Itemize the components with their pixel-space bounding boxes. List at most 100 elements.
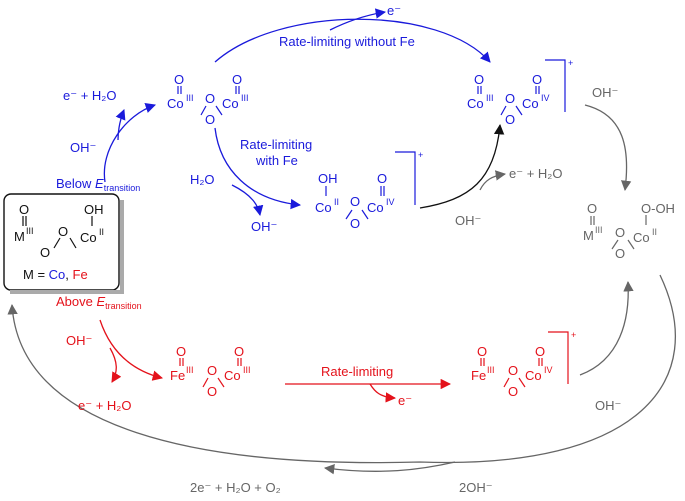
oxidation-iv: IV xyxy=(544,365,553,375)
metal-definition: M = Co, Fe xyxy=(23,267,88,282)
oxidation-ii: II xyxy=(652,227,657,237)
co-label: Co xyxy=(222,96,239,111)
arrow-mid-to-top-right xyxy=(419,123,505,209)
oxo-o-label: O xyxy=(176,344,186,359)
oxo-o-label: O xyxy=(477,344,487,359)
m3-co2-peroxo-intermediate: O O-OH M III O Co II O xyxy=(583,201,675,261)
arrow-e-h2o-gray xyxy=(479,170,507,191)
bridge-o-label: O xyxy=(505,112,515,127)
oxidation-iii: III xyxy=(26,226,34,236)
arrow-above-transition xyxy=(99,319,164,381)
co2-co4-hydroxo-intermediate: OH O Co II O Co IV O + xyxy=(315,150,423,231)
bridge-o-label: O xyxy=(350,216,360,231)
co3-co3-oxo-intermediate: O O Co III O Co III O xyxy=(167,72,249,127)
rate-limiting-with-fe-label-2: with Fe xyxy=(255,153,298,168)
co-label: Co xyxy=(224,368,241,383)
oxo-o-label: O xyxy=(174,72,184,87)
oxidation-iii: III xyxy=(595,225,603,235)
oxidation-iii: III xyxy=(241,93,249,103)
rate-limiting-bottom-label: Rate-limiting xyxy=(321,364,393,379)
co-label: Co xyxy=(522,96,539,111)
oxidation-iii: III xyxy=(186,365,194,375)
oxidation-iv: IV xyxy=(386,197,395,207)
e-h2o-gray-label: e⁻ + H₂O xyxy=(509,166,562,181)
oxo-o-label: O xyxy=(535,344,545,359)
hydroxo-label: OH xyxy=(84,202,104,217)
arrows xyxy=(7,8,676,475)
oxidation-iv: IV xyxy=(541,93,550,103)
oh-mid-label: OH⁻ xyxy=(251,219,277,234)
e-h2o-top-left-label: e⁻ + H₂O xyxy=(63,88,116,103)
metal-m-label: M xyxy=(583,228,594,243)
products-label: 2e⁻ + H₂O + O₂ xyxy=(190,480,281,495)
above-transition-label: Above Etransition xyxy=(56,294,142,311)
co3-co4-oxo-intermediate: O O Co III O Co IV O + xyxy=(467,58,573,127)
oh-bottom-left-label: OH⁻ xyxy=(66,333,92,348)
rate-limiting-with-fe-label-1: Rate-limiting xyxy=(240,137,312,152)
co-label: Co xyxy=(525,368,542,383)
bridge-o-label: O xyxy=(205,112,215,127)
oxidation-ii: II xyxy=(99,227,104,237)
below-transition-label: Below Etransition xyxy=(56,176,140,193)
oh-right-bottom-label: OH⁻ xyxy=(595,398,621,413)
arrow-bottom-loop xyxy=(7,274,676,464)
co-label: Co xyxy=(80,230,97,245)
oxo-o-label: O xyxy=(474,72,484,87)
h2o-label: H₂O xyxy=(190,172,215,187)
bridge-o-label: O xyxy=(615,225,625,240)
bridge-o-label: O xyxy=(40,245,50,260)
arrow-red-oh-in xyxy=(109,347,122,383)
rate-limiting-without-fe-label: Rate-limiting without Fe xyxy=(279,34,415,49)
co-label: Co xyxy=(633,230,650,245)
arrow-h2o-oh xyxy=(231,184,264,217)
oxidation-iii: III xyxy=(243,365,251,375)
bridge-o-label: O xyxy=(508,384,518,399)
charge-plus: + xyxy=(418,150,423,160)
oh-right-mid-label: OH⁻ xyxy=(455,213,481,228)
hydroxo-label: OH xyxy=(318,171,338,186)
bridge-o-label: O xyxy=(350,194,360,209)
co-label: Co xyxy=(315,200,332,215)
fe-label: Fe xyxy=(471,368,486,383)
bridge-o-label: O xyxy=(205,91,215,106)
bridge-o-label: O xyxy=(615,246,625,261)
oxidation-iii: III xyxy=(486,93,494,103)
arrow-red-electron xyxy=(369,383,397,403)
charge-plus: + xyxy=(568,58,573,68)
oxidation-ii: II xyxy=(334,197,339,207)
charge-plus: + xyxy=(571,330,576,340)
arrow-right-up xyxy=(579,280,634,376)
co-label: Co xyxy=(467,96,484,111)
electron-top-label: e⁻ xyxy=(387,3,401,18)
fe-label: Fe xyxy=(170,368,185,383)
oxidation-iii: III xyxy=(186,93,194,103)
oxidation-iii: III xyxy=(487,365,495,375)
arrow-e-h2o-out xyxy=(115,109,126,141)
metal-m-label: M xyxy=(14,229,25,244)
arrow-2oh-products xyxy=(323,461,456,475)
arrow-below-transition xyxy=(103,103,156,183)
peroxo-label: O-OH xyxy=(641,201,675,216)
arrow-electron-out-top xyxy=(329,8,387,31)
bridge-o-label: O xyxy=(207,363,217,378)
co-label: Co xyxy=(167,96,184,111)
oh-right-top-label: OH⁻ xyxy=(592,85,618,100)
bridge-o-label: O xyxy=(207,384,217,399)
oxo-o-label: O xyxy=(532,72,542,87)
e-h2o-bottom-left-label: e⁻ + H₂O xyxy=(78,398,131,413)
oxo-o-label: O xyxy=(19,202,29,217)
co-label: Co xyxy=(367,200,384,215)
bridge-o-label: O xyxy=(58,224,68,239)
fe3-co4-oxo-intermediate: O O Fe III O Co IV O + xyxy=(471,330,576,399)
oxo-o-label: O xyxy=(232,72,242,87)
fe3-co3-oxo-intermediate: O O Fe III O Co III O xyxy=(170,344,251,399)
arrow-top-arc xyxy=(214,18,491,63)
bridge-o-label: O xyxy=(505,91,515,106)
oxo-o-label: O xyxy=(377,171,387,186)
bridge-o-label: O xyxy=(508,363,518,378)
oxo-o-label: O xyxy=(234,344,244,359)
reactant-2oh-label: 2OH⁻ xyxy=(459,480,493,495)
oxo-o-label: O xyxy=(587,201,597,216)
arrow-with-fe xyxy=(214,127,302,210)
